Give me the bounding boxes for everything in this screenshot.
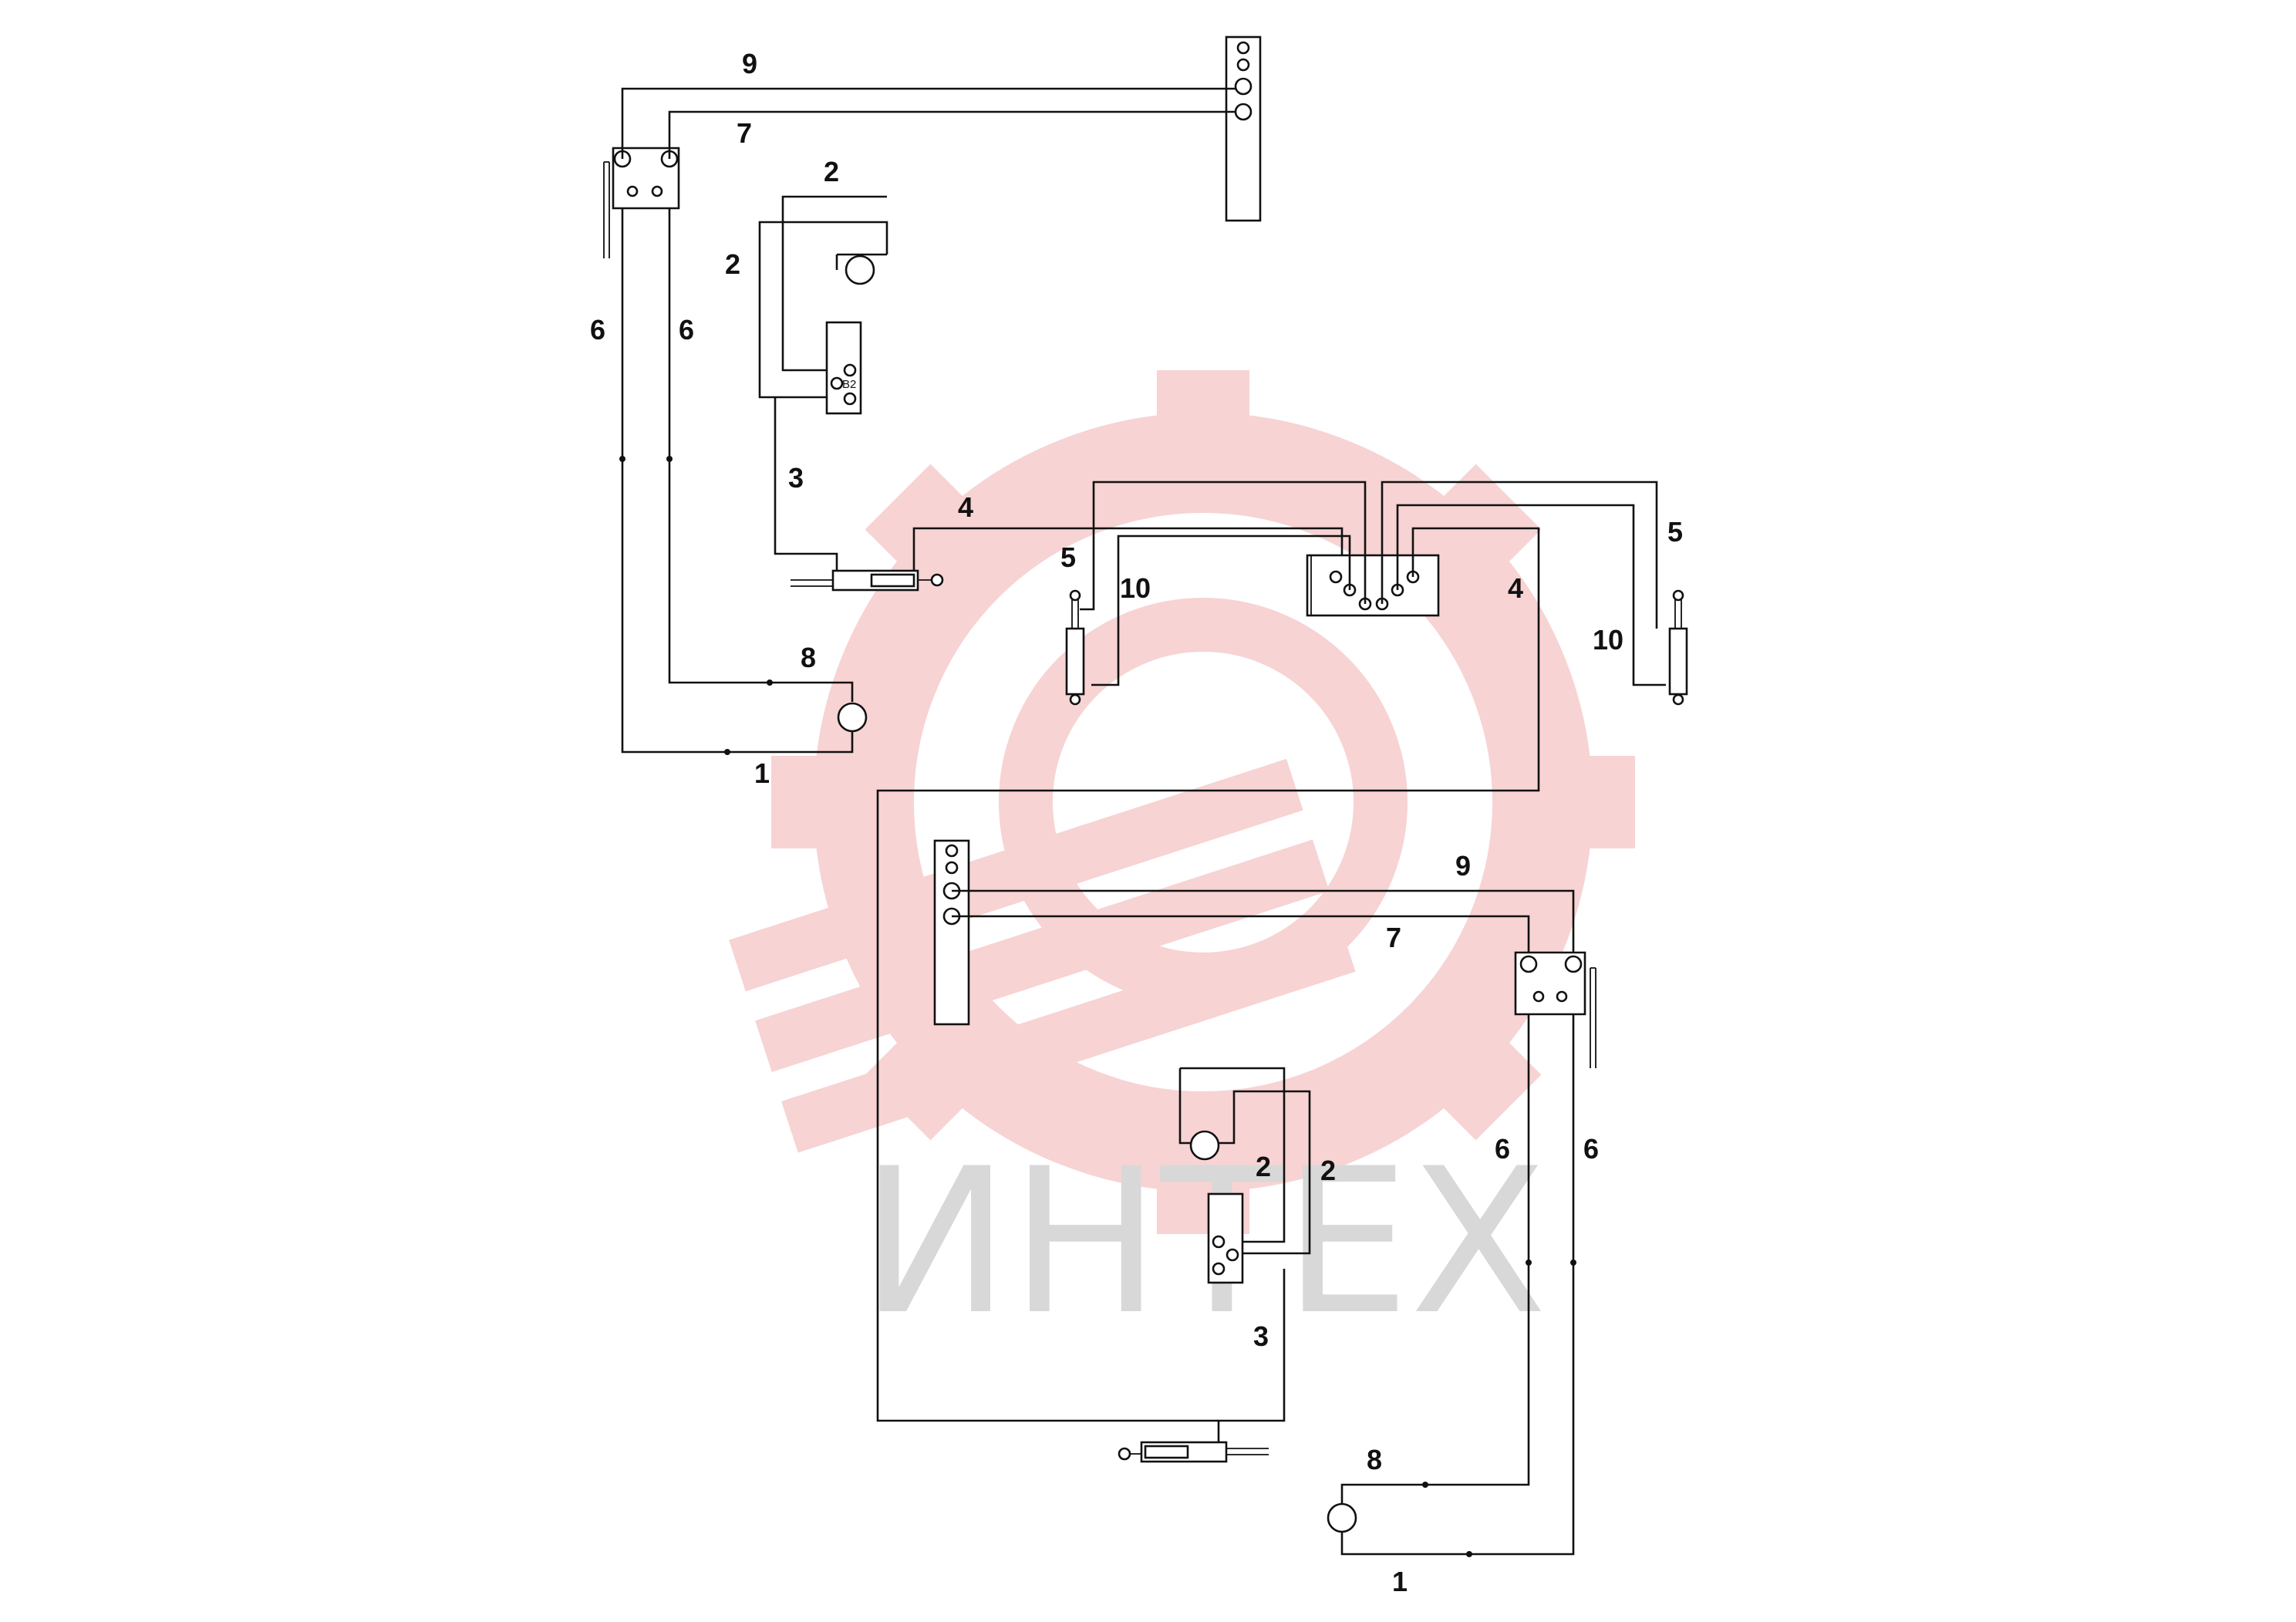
wire-9-bottom bbox=[952, 889, 1575, 964]
label-3-top: 3 bbox=[788, 462, 804, 494]
label-6-top-right: 6 bbox=[679, 314, 694, 346]
watermark-text: ИНТЕХ bbox=[860, 1126, 1547, 1359]
control-switch-bottom bbox=[1514, 951, 1596, 1068]
control-switch-top bbox=[603, 147, 680, 258]
hydraulic-cylinder-icon bbox=[1118, 1441, 1269, 1463]
hydraulic-cylinder-icon bbox=[791, 569, 944, 592]
terminal-strip-top bbox=[1225, 35, 1262, 222]
wire-2-top-a bbox=[781, 195, 888, 255]
motor-circle-icon bbox=[837, 702, 868, 733]
relay-bottom bbox=[1207, 1192, 1244, 1284]
motor-circle-icon bbox=[1189, 1130, 1220, 1161]
label-1-top: 1 bbox=[754, 757, 770, 789]
label-9-top: 9 bbox=[742, 48, 757, 79]
wire-6-left-bottom bbox=[1340, 1014, 1530, 1504]
wire-3-bottom bbox=[1217, 1269, 1286, 1446]
label-10-right: 10 bbox=[1593, 624, 1623, 656]
label-2-bottom-a: 2 bbox=[1256, 1151, 1271, 1182]
label-2-top-a: 2 bbox=[824, 156, 839, 187]
wire-2-bottom-b bbox=[1230, 1090, 1311, 1255]
label-4-right: 4 bbox=[1508, 572, 1523, 604]
motor-circle-icon bbox=[1327, 1502, 1357, 1533]
motor-circle-icon bbox=[845, 255, 875, 285]
relay-b2: B2 bbox=[825, 321, 862, 415]
label-3-bottom: 3 bbox=[1253, 1320, 1269, 1352]
wire-6-right-top bbox=[668, 208, 854, 702]
label-6-bottom-right: 6 bbox=[1583, 1133, 1599, 1165]
label-2-bottom-b: 2 bbox=[1320, 1155, 1336, 1186]
wire-6-right-bottom bbox=[1340, 1014, 1575, 1556]
label-4-top: 4 bbox=[958, 491, 973, 523]
relay-label: B2 bbox=[842, 378, 856, 391]
label-10-left: 10 bbox=[1120, 572, 1151, 604]
label-2-top-b: 2 bbox=[725, 248, 740, 280]
label-7-top: 7 bbox=[737, 117, 752, 149]
hydraulic-cylinder-icon bbox=[1065, 589, 1085, 706]
wire-6-left-top bbox=[621, 208, 854, 754]
wire-4-right bbox=[876, 527, 1540, 1422]
label-8-bottom: 8 bbox=[1367, 1444, 1382, 1475]
label-7-bottom: 7 bbox=[1386, 922, 1401, 953]
label-6-top-left: 6 bbox=[590, 314, 605, 346]
watermark-logo bbox=[729, 370, 1635, 1234]
wire-10-right bbox=[1396, 504, 1666, 686]
wire-2-top-b bbox=[758, 221, 827, 399]
wire-5-left bbox=[1080, 481, 1367, 611]
terminal-screw-icon bbox=[1234, 41, 1253, 121]
wire-7-top bbox=[668, 110, 1236, 159]
label-6-bottom-left: 6 bbox=[1495, 1133, 1510, 1165]
wire-7-bottom bbox=[952, 915, 1530, 964]
label-9-bottom: 9 bbox=[1455, 850, 1471, 882]
label-5-right: 5 bbox=[1667, 516, 1683, 548]
junction-block bbox=[1306, 554, 1440, 617]
label-5-left: 5 bbox=[1060, 541, 1076, 573]
terminal-strip-bottom bbox=[933, 839, 970, 1026]
wire-10-left bbox=[1091, 534, 1351, 686]
wire-5-right bbox=[1381, 481, 1658, 629]
wire-3-top bbox=[774, 397, 838, 575]
label-1-bottom: 1 bbox=[1392, 1566, 1408, 1597]
wire-labels: 9 7 2 2 6 6 3 4 5 10 5 4 10 8 1 9 7 2 2 … bbox=[590, 48, 1683, 1597]
hydraulic-cylinder-icon bbox=[1668, 589, 1688, 706]
wire-9-top bbox=[621, 87, 1236, 159]
label-8-top: 8 bbox=[801, 642, 816, 673]
wire-4-top bbox=[912, 527, 1344, 575]
